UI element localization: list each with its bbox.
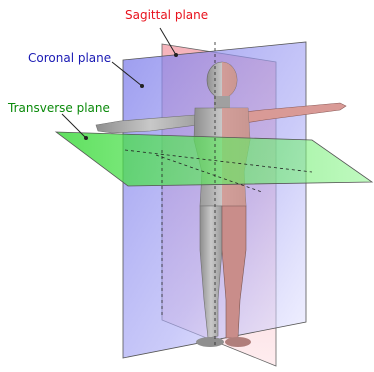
intersection-line [124,149,313,173]
sagittal-plane-label: Sagittal plane [125,8,209,22]
coronal-leader-line [111,61,143,87]
coronal-leader-dot [140,84,144,88]
transverse-leader-line [61,113,87,139]
transverse-plane [54,131,374,187]
sagittal-leader-dot [174,53,178,57]
transverse-plane-label: Transverse plane [8,101,110,115]
sagittal-leader-line [159,27,177,56]
intersection-line [155,154,263,193]
transverse-leader-dot [84,136,88,140]
human-figure [95,61,347,347]
coronal-plane-label: Coronal plane [28,51,112,65]
